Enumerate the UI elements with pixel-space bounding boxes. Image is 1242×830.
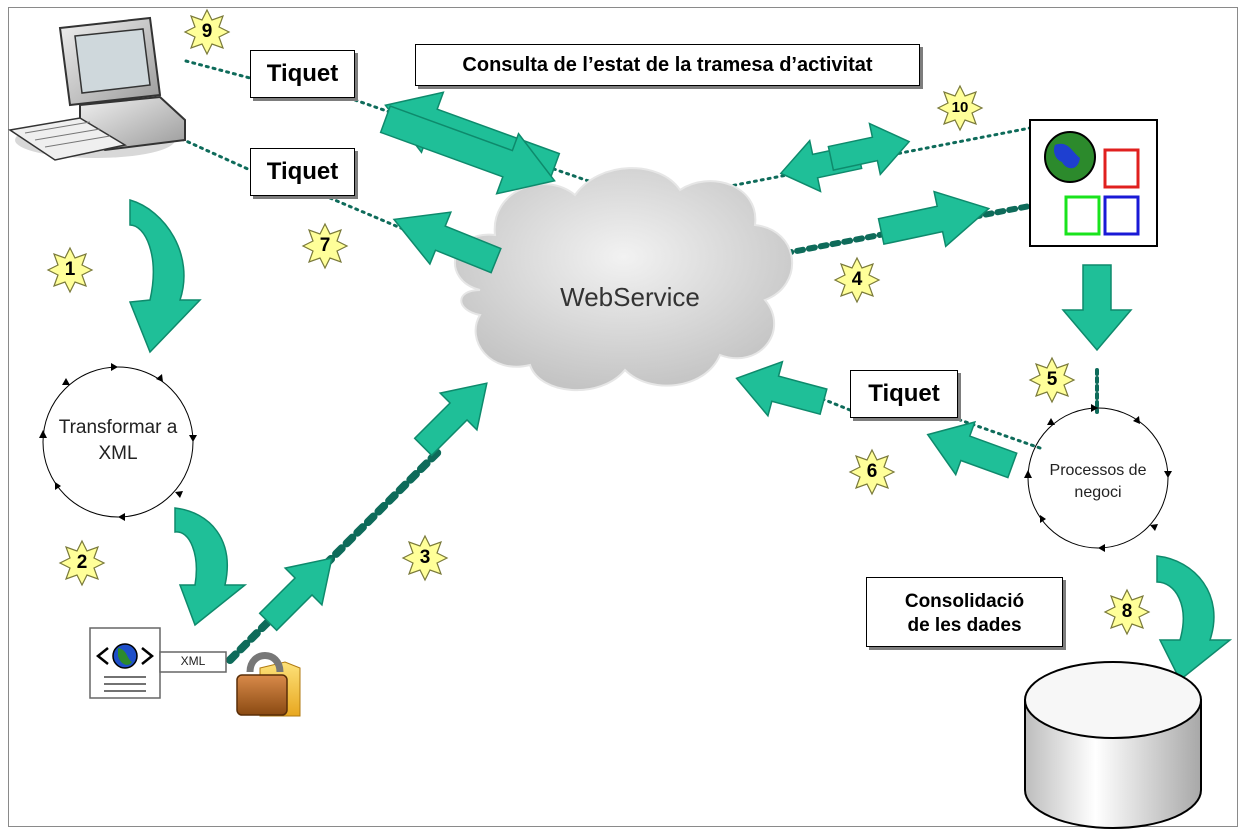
arrow-app-right — [827, 122, 911, 177]
xml-tag-label: XML — [180, 654, 206, 668]
step-number-7: 7 — [319, 235, 331, 256]
query-status-title: Consulta de l’estat de la tramesa d’acti… — [415, 44, 920, 86]
step-badge-9 — [183, 8, 231, 56]
ticket-label-middle: Tiquet — [250, 148, 355, 196]
curved-arrow-1 — [128, 199, 202, 354]
ticket-label-top: Tiquet — [250, 50, 355, 98]
link-pc-tiquet-mid — [173, 134, 252, 172]
step-badge-7 — [301, 222, 349, 270]
computer-icon — [8, 16, 186, 161]
step-number-8: 8 — [1121, 601, 1133, 622]
arrow-up-3a — [258, 557, 333, 632]
step-number-10: 10 — [951, 99, 969, 116]
step-badge-10 — [936, 84, 984, 132]
process-label: Processos de negoci — [1030, 460, 1166, 504]
step-badges — [46, 8, 1151, 636]
consolidation-label: Consolidació de les dades — [866, 577, 1063, 647]
step-badge-2 — [58, 539, 106, 587]
arrow-query-right — [379, 105, 556, 195]
ticket-label-right: Tiquet — [850, 370, 958, 418]
process-cycle — [1024, 404, 1172, 552]
transform-cycle — [39, 363, 197, 521]
database-icon — [1024, 661, 1202, 829]
webservice-label: WebService — [560, 282, 700, 312]
arrow-ticket-7 — [392, 211, 502, 274]
consolidation-label-line2: de les dades — [907, 615, 1022, 636]
straight-arrows — [258, 91, 1133, 632]
step-badge-8 — [1103, 588, 1151, 636]
arrow-to-app — [877, 190, 991, 248]
arrow-up-3b — [413, 382, 488, 457]
arrow-ticket-6-right — [926, 420, 1018, 479]
step-badge-6 — [848, 448, 896, 496]
process-label-line1: Processos de — [1049, 462, 1147, 479]
link-xml-cloud — [226, 446, 444, 664]
step-badge-3 — [401, 534, 449, 582]
xml-document-icon — [89, 627, 227, 699]
link-pc-tiquet-top — [184, 59, 252, 80]
step-number-9: 9 — [201, 21, 213, 42]
step-badge-5 — [1028, 356, 1076, 404]
link-tiquet-right-cloud — [818, 396, 852, 412]
arrow-down-to-process — [1061, 264, 1133, 352]
curved-arrow-2 — [174, 507, 248, 627]
step-number-5: 5 — [1046, 369, 1058, 390]
step-number-3: 3 — [419, 547, 431, 568]
padlock-folder-icon — [236, 652, 301, 717]
step-number-2: 2 — [76, 552, 88, 573]
curved-arrows — [128, 199, 1233, 682]
step-badge-1 — [46, 246, 94, 294]
step-badge-4 — [833, 256, 881, 304]
cloud-icon — [453, 167, 793, 391]
consolidation-label-line1: Consolidació — [904, 591, 1025, 612]
step-number-4: 4 — [851, 269, 863, 290]
step-number-1: 1 — [64, 259, 76, 280]
process-label-line2: negoci — [1074, 484, 1122, 501]
curved-arrow-8 — [1156, 555, 1233, 682]
transform-label-line2: XML — [98, 443, 138, 464]
diagram-frame — [8, 7, 1238, 827]
web-app-icon — [1029, 119, 1158, 247]
arrow-ticket-6-left — [735, 360, 828, 418]
transform-label: Transformar a XML — [45, 415, 191, 467]
step-number-6: 6 — [866, 461, 878, 482]
transform-label-line1: Transformar a — [58, 417, 178, 438]
